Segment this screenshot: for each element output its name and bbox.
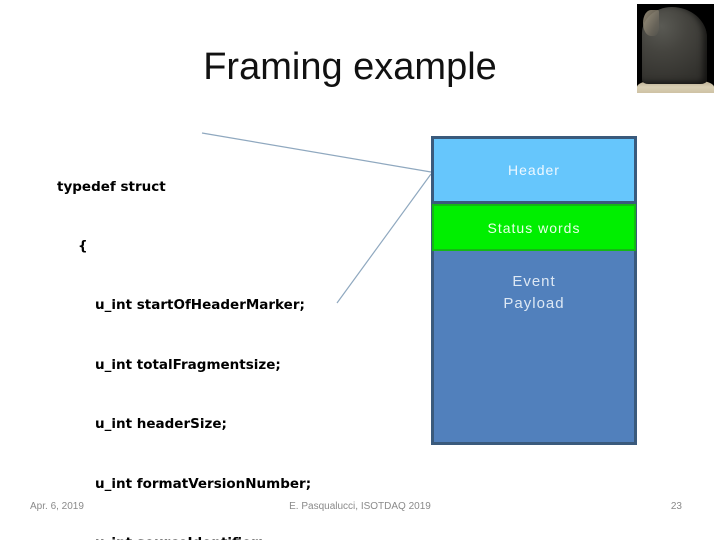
header-label: Header <box>508 162 560 178</box>
event-payload-line2: Payload <box>503 295 565 312</box>
code-line: { <box>78 237 88 254</box>
stone-chip <box>643 10 659 36</box>
status-words-box: Status words <box>432 204 636 251</box>
code-line: u_int formatVersionNumber; <box>95 475 312 492</box>
connector-line-bottom <box>336 173 432 304</box>
event-payload-line1: Event <box>512 273 556 290</box>
footer-credit: E. Pasqualucci, ISOTDAQ 2019 <box>289 501 431 512</box>
rosetta-stone-image <box>637 4 714 93</box>
struct-code-block: typedef struct { u_int startOfHeaderMark… <box>57 138 338 540</box>
code-line: u_int headerSize; <box>95 416 227 433</box>
code-line: u_int totalFragmentsize; <box>95 356 281 373</box>
header-box: Header <box>434 139 634 204</box>
event-fragment-diagram: Header Status words Event Payload <box>431 136 637 445</box>
code-line: u_int sourceIdentifier; <box>57 534 338 540</box>
code-line: typedef struct <box>57 178 166 195</box>
footer-page-number: 23 <box>670 501 682 512</box>
footer-date: Apr. 6, 2019 <box>30 501 84 512</box>
slide-title: Framing example <box>203 46 497 88</box>
code-line: u_int startOfHeaderMarker; <box>95 297 305 314</box>
event-payload-label: Event Payload <box>434 271 634 315</box>
status-words-label: Status words <box>487 219 581 236</box>
